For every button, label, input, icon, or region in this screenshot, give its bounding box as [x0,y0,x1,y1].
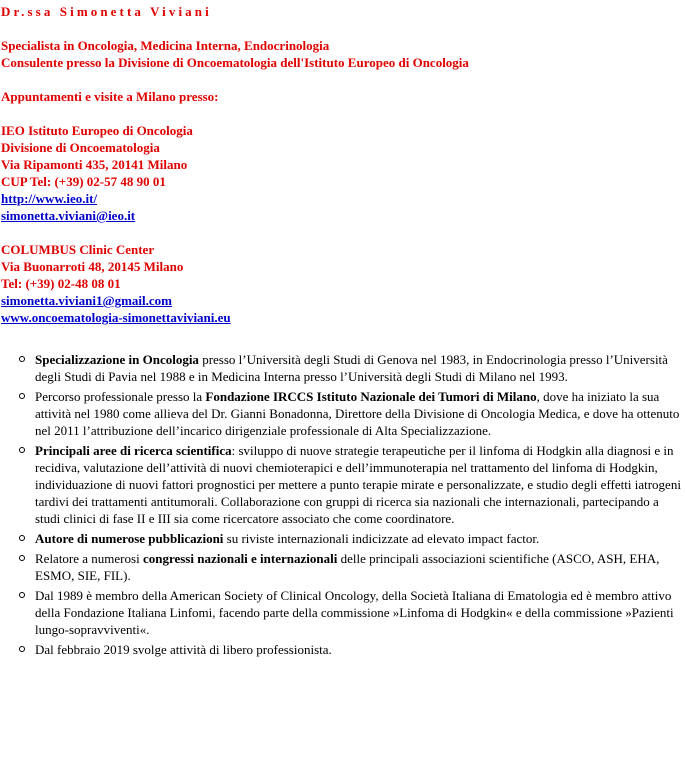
ieo-email-link[interactable]: simonetta.viviani@ieo.it [1,208,136,223]
bio-item: Specializzazione in Oncologia presso l’U… [19,351,685,385]
bio-bold: Principali aree di ricerca scientifica [35,443,232,458]
columbus-email-link[interactable]: simonetta.viviani1@gmail.com [1,293,172,308]
ieo-division: Divisione di Oncoematologia [1,140,160,155]
ieo-website-link[interactable]: http://www.ieo.it/ [1,191,98,206]
columbus-address: Via Buonarroti 48, 20145 Milano [1,259,184,274]
bio-text: su riviste internazionali indicizzate ad… [223,531,540,546]
bio-list: Specializzazione in Oncologia presso l’U… [1,351,685,658]
spacer [1,71,685,88]
circle-bullet-icon [19,393,25,399]
circle-bullet-icon [19,592,25,598]
specialties-line: Specialista in Oncologia, Medicina Inter… [1,38,330,53]
columbus-contact-block: COLUMBUS Clinic Center Via Buonarroti 48… [1,241,685,326]
bio-bold: congressi nazionali e internazionali [142,551,338,566]
ieo-name: IEO Istituto Europeo di Oncologia [1,123,193,138]
bio-item: Dal febbraio 2019 svolge attività di lib… [19,641,685,658]
bio-item: Autore di numerose pubblicazioni su rivi… [19,530,685,547]
profile-page: Dr.ssa Simonetta Viviani Specialista in … [0,3,685,658]
bio-pre: Relatore a numerosi [35,551,143,566]
bio-bold: Specializzazione in Oncologia [35,352,199,367]
doctor-name: Dr.ssa Simonetta Viviani [1,4,212,19]
circle-bullet-icon [19,646,25,652]
columbus-name: COLUMBUS Clinic Center [1,242,155,257]
bio-item: Principali aree di ricerca scientifica: … [19,442,685,527]
spacer [1,20,685,37]
circle-bullet-icon [19,356,25,362]
bio-text: , dove ha iniziato la sua attività nel 1… [35,389,680,438]
circle-bullet-icon [19,555,25,561]
bio-text: presso l’Università degli Studi di Genov… [35,352,668,384]
appointments-heading: Appuntamenti e visite a Milano presso: [1,89,219,104]
bio-text: Dal 1989 è membro della American Society… [35,588,674,637]
bio-text: : sviluppo di nuove strategie terapeutic… [35,443,681,526]
bio-bold: Autore di numerose pubblicazioni [35,531,224,546]
columbus-website-link[interactable]: www.oncoematologia-simonettaviviani.eu [1,310,231,325]
ieo-address: Via Ripamonti 435, 20141 Milano [1,157,188,172]
bio-item: Relatore a numerosi congressi nazionali … [19,550,685,584]
circle-bullet-icon [19,535,25,541]
spacer [1,224,685,241]
bio-text: Dal febbraio 2019 svolge attività di lib… [35,642,332,657]
bio-text: delle principali associazioni scientific… [35,551,660,583]
spacer [1,326,685,351]
bio-bold: Fondazione IRCCS Istituto Nazionale dei … [205,389,537,404]
ieo-contact-block: IEO Istituto Europeo di Oncologia Divisi… [1,122,685,224]
columbus-phone: Tel: (+39) 02-48 08 01 [1,276,121,291]
consultant-line: Consulente presso la Divisione di Oncoem… [1,55,469,70]
bio-pre: Percorso professionale presso la [35,389,206,404]
ieo-phone: CUP Tel: (+39) 02-57 48 90 01 [1,174,166,189]
circle-bullet-icon [19,447,25,453]
spacer [1,105,685,122]
bio-item: Percorso professionale presso la Fondazi… [19,388,685,439]
bio-item: Dal 1989 è membro della American Society… [19,587,685,638]
